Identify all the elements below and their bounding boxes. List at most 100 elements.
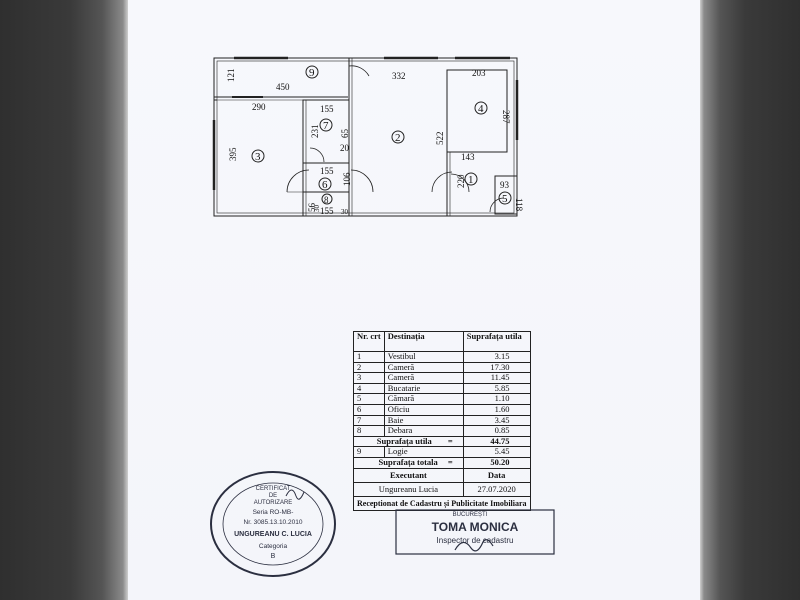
dimension-label: 290 xyxy=(252,102,266,112)
cell-nr: 1 xyxy=(353,351,385,363)
stamp-line: UNGUREANU C. LUCIA xyxy=(234,531,312,538)
room-number: 4 xyxy=(478,103,484,115)
room-number: 9 xyxy=(309,67,315,79)
subtotal-label: Suprafața utila xyxy=(376,435,432,446)
room-number: 8 xyxy=(324,195,329,205)
room-number: 6 xyxy=(322,179,328,191)
dimension-label: 56 xyxy=(307,203,317,213)
dimension-label: 395 xyxy=(228,147,238,161)
total-label-cell: Suprafața totala = xyxy=(353,456,464,469)
stamp-city: BUCUREȘTI xyxy=(453,512,488,518)
executant-date: 27.07.2020 xyxy=(462,481,531,497)
dimension-label: 121 xyxy=(226,69,236,83)
dimension-label: 155 xyxy=(320,166,334,176)
cell-suprafata: 3.45 xyxy=(462,414,531,427)
room-number: 2 xyxy=(395,132,401,144)
cell-destinatia: Vestibul xyxy=(383,351,464,363)
cell-suprafata: 1.10 xyxy=(462,393,531,405)
scan-background-right xyxy=(700,0,800,600)
stamp-inspector-name: TOMA MONICA xyxy=(432,520,519,534)
kitchen-walls xyxy=(446,69,508,153)
cell-suprafata: 3.15 xyxy=(462,351,531,363)
dimension-label: 287 xyxy=(501,110,511,124)
stamp-line: Nr. 3085.13.10.2010 xyxy=(244,519,303,526)
dimension-label: 30 xyxy=(341,208,349,216)
dimension-label: 106 xyxy=(342,172,352,186)
cell-nr: 6 xyxy=(353,403,385,416)
executant-header-row: Executant Data xyxy=(353,467,531,483)
header-destinatia: Destinația xyxy=(383,331,464,352)
dimension-label: 231 xyxy=(310,125,320,139)
dimension-label: 450 xyxy=(276,82,290,92)
cell-destinatia: Cameră xyxy=(383,361,464,374)
stamp-line: Categoria xyxy=(259,543,288,550)
outer-wall xyxy=(213,57,518,217)
room-number: 5 xyxy=(502,193,508,205)
cell-nr: 3 xyxy=(353,372,385,384)
signature-mark xyxy=(454,539,494,552)
total-eq: = xyxy=(447,456,453,467)
dimension-label: 332 xyxy=(392,71,406,81)
authorization-stamp: CERTIFICAT DE AUTORIZARE Seria RO-MB- Nr… xyxy=(210,471,336,577)
cell-destinatia: Baie xyxy=(383,414,464,427)
dimension-label: 118 xyxy=(514,198,524,212)
dimension-label: 155 xyxy=(320,206,334,216)
scan-background-left xyxy=(0,0,128,600)
cell-suprafata: 5.85 xyxy=(462,382,531,395)
header-nr: Nr. crt xyxy=(353,331,385,352)
data-label: Data xyxy=(462,467,531,483)
dimension-label: 143 xyxy=(461,152,475,162)
cell-suprafata: 5.45 xyxy=(462,446,531,458)
cell-nr: 9 xyxy=(353,446,385,458)
header-suprafata: Suprafața utila xyxy=(462,331,531,352)
cell-suprafata: 11.45 xyxy=(462,372,531,384)
room-number: 1 xyxy=(468,174,474,186)
cell-destinatia: Debara xyxy=(383,425,464,437)
subtotal-row: Suprafața utila = 44.75 xyxy=(353,435,531,448)
inspector-stamp: BUCUREȘTI TOMA MONICA Inspector de cadas… xyxy=(395,509,555,555)
cell-nr: 8 xyxy=(353,425,385,437)
subtotal-eq: = xyxy=(447,435,453,446)
cell-suprafata: 1.60 xyxy=(462,403,531,416)
cell-nr: 5 xyxy=(353,393,385,405)
dimension-label: 93 xyxy=(500,180,510,190)
cell-destinatia: Cămară xyxy=(383,393,464,405)
cell-destinatia: Logie xyxy=(383,446,464,458)
dimension-label: 220 xyxy=(456,174,466,188)
stamp-line: Seria RO-MB- xyxy=(253,509,294,516)
dimension-label: 20 xyxy=(340,143,350,153)
stamp-line: DE xyxy=(269,493,277,499)
dimension-label: 30 xyxy=(313,205,321,213)
table-header-row: Nr. crt Destinația Suprafața utila xyxy=(353,331,531,352)
cell-destinatia: Cameră xyxy=(383,372,464,384)
stamp-line: AUTORIZARE xyxy=(254,500,293,506)
cell-destinatia: Bucatarie xyxy=(383,382,464,395)
cell-nr: 2 xyxy=(353,361,385,374)
signature-mark xyxy=(285,489,305,500)
stamp-line: B xyxy=(271,553,276,560)
total-row: Suprafața totala = 50.20 xyxy=(353,456,531,469)
cell-suprafata: 17.30 xyxy=(462,361,531,374)
dimension-label: 522 xyxy=(435,132,445,146)
subtotal-label-cell: Suprafața utila = xyxy=(353,435,464,448)
cell-nr: 4 xyxy=(353,382,385,395)
stamp-inspector-title: Inspector de cadastru xyxy=(437,536,514,545)
executant-name: Ungureanu Lucia xyxy=(353,481,464,497)
dimension-label: 203 xyxy=(472,68,486,78)
room-number: 3 xyxy=(255,151,261,163)
room-number: 7 xyxy=(323,120,329,132)
storage-walls xyxy=(494,175,518,215)
dimension-label: 155 xyxy=(320,104,334,114)
